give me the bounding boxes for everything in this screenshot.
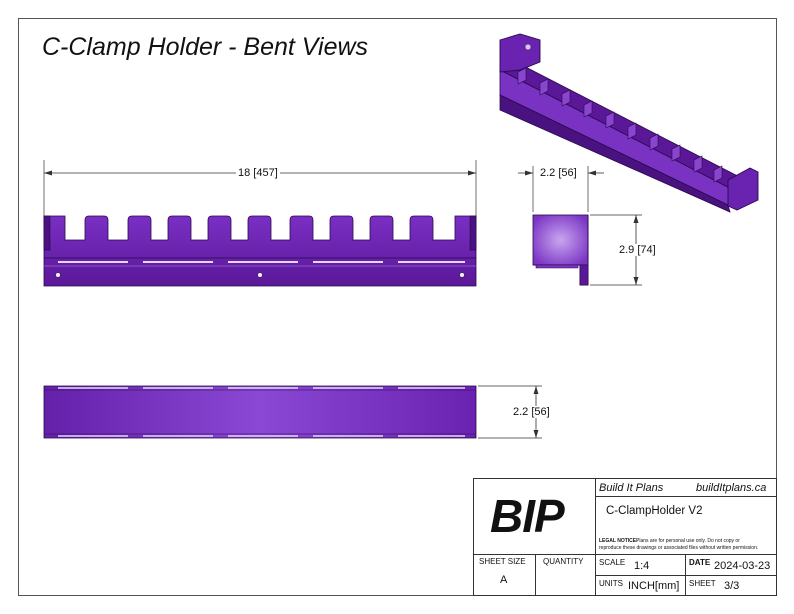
- dimension-side-width: 2.2 [56]: [538, 167, 579, 179]
- info-cell: Build It Plans buildItplans.ca C-ClampHo…: [595, 478, 777, 555]
- date-label: DATE: [689, 558, 711, 567]
- logo-cell: BIP: [473, 478, 596, 555]
- bottom-view: [43, 385, 542, 439]
- company-name: Build It Plans: [599, 482, 664, 494]
- part-name: C-ClampHolder V2: [606, 505, 703, 517]
- sheet-cell: SHEET 3/3: [685, 575, 777, 596]
- legal-notice-text-1: Plans are for personal use only. Do not …: [636, 538, 740, 544]
- side-view: [518, 166, 642, 286]
- scale-value: 1:4: [634, 560, 650, 572]
- sheet-value: 3/3: [724, 580, 740, 592]
- sheet-size-label: SHEET SIZE: [479, 557, 526, 566]
- front-view: [43, 160, 477, 287]
- drawing-border: [18, 18, 777, 596]
- logo: BIP: [490, 490, 565, 542]
- legal-notice-text-2: reproduce these drawings or associated f…: [599, 545, 759, 551]
- quantity-cell: QUANTITY: [535, 554, 596, 596]
- dimension-bottom-height: 2.2 [56]: [511, 406, 552, 418]
- website: buildItplans.ca: [696, 482, 767, 494]
- legal-notice-label: LEGAL NOTICE:: [599, 538, 638, 544]
- units-cell: UNITS INCH[mm]: [595, 575, 686, 596]
- sheet-label: SHEET: [689, 579, 716, 588]
- quantity-label: QUANTITY: [543, 557, 584, 566]
- scale-label: SCALE: [599, 558, 626, 567]
- units-label: UNITS: [599, 579, 623, 588]
- title-block: BIP Build It Plans buildItplans.ca C-Cla…: [473, 478, 777, 596]
- sheet-size-value: A: [500, 574, 508, 586]
- isometric-view: [499, 33, 759, 213]
- dimension-side-height: 2.9 [74]: [617, 244, 658, 256]
- scale-cell: SCALE 1:4: [595, 554, 686, 576]
- units-value: INCH[mm]: [628, 580, 680, 592]
- date-value: 2024-03-23: [714, 560, 771, 572]
- date-cell: DATE 2024-03-23: [685, 554, 777, 576]
- sheet-size-cell: SHEET SIZE A: [473, 554, 536, 596]
- drawing-title: C-Clamp Holder - Bent Views: [42, 33, 369, 61]
- dimension-width: 18 [457]: [236, 167, 280, 179]
